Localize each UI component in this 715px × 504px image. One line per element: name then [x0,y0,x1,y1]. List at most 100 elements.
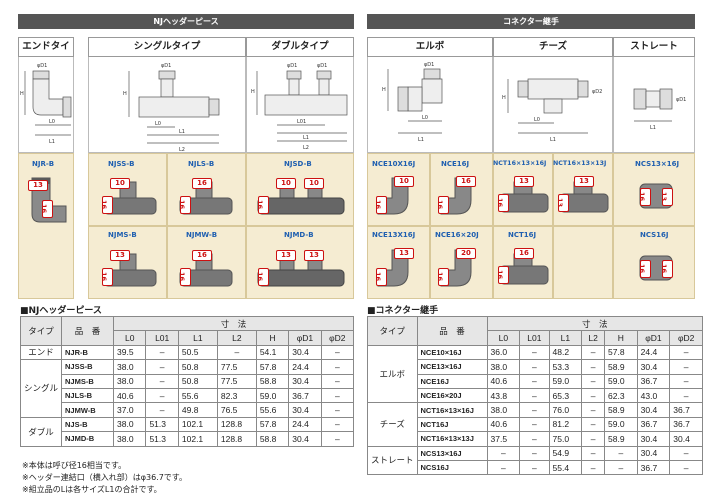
product-code-nct16x13: NCT16×13×13J [553,160,607,167]
product-name-cell: NCE10×16J [416,344,488,361]
value-cell: 59.0 [604,373,638,389]
value-cell: – [519,416,550,433]
table-row: NJMD-B 38.0 51.3 102.1 128.8 58.8 30.4 – [21,431,355,447]
product-code-njmw: NJMW-B [186,231,218,239]
product-code-njss: NJSS-B [108,160,135,168]
value-cell: 54.1 [255,344,290,361]
section-bar-connector: コネクター継手 [367,14,695,29]
value-cell: – [519,431,550,447]
value-cell: 30.4 [288,373,322,389]
size-tag: 13 [660,188,673,206]
value-cell: 81.2 [548,416,583,433]
size-tag: 16 [256,196,269,214]
size-tag: 16 [374,196,387,214]
value-cell: 38.0 [113,431,147,447]
left-table-caption: ■NJヘッダーピース [20,306,102,316]
value-cell: 38.0 [113,359,147,375]
value-cell: 58.9 [604,359,638,375]
size-tag: 16 [496,266,509,284]
size-tag: 16 [100,196,113,214]
product-code-ncs16: NCS16J [640,231,669,239]
svg-text:H: H [123,91,127,97]
value-cell: 128.8 [216,416,257,433]
product-name-cell: NCT16×13×16J [416,402,488,418]
header-piece-spec-table: タイプ 品 番 寸 法 L0 L01 L1 L2 H φD1 φD2 エンド N… [19,315,355,447]
product-code-nce16: NCE16J [441,160,470,168]
product-code-njsd: NJSD-B [284,160,312,168]
value-cell: – [669,373,703,389]
size-tag: 16 [456,176,476,187]
product-name-cell: NJMW-B [61,402,115,418]
product-code-ncs13: NCS13×16J [635,160,680,168]
value-cell: 50.5 [177,344,218,361]
product-name-cell: NCT16J [416,416,488,433]
value-cell: – [669,359,703,375]
value-cell: – [604,445,638,461]
table-row: NJLS-B 40.6 – 55.6 82.3 59.0 36.7 – [21,387,355,404]
value-cell: 50.8 [177,373,218,389]
value-cell: – [486,459,521,476]
svg-text:H: H [382,87,386,93]
connector-spec-table: タイプ 品 番 寸 法 L0 L01 L1 L2 H φD1 φD2 エルボ N… [367,315,704,476]
svg-text:L1: L1 [303,135,309,141]
value-cell: 39.5 [113,344,147,361]
product-code-nct16x16: NCT16×13×16J [493,160,547,167]
value-cell: – [581,373,605,389]
col-dimensions: 寸 法 [486,315,704,332]
value-cell: 55.6 [177,387,218,404]
col-l1: L1 [548,330,583,346]
value-cell: 57.8 [255,416,290,433]
value-cell: 40.6 [486,416,521,433]
type-header-tee: チーズ [493,37,613,57]
value-cell: 36.0 [486,344,521,361]
table-row: エルボ NCE10×16J 36.0 – 48.2 – 57.8 24.4 – [367,344,703,404]
svg-text:L2: L2 [179,147,185,153]
value-cell: 57.8 [255,359,290,375]
value-cell: 128.8 [216,431,257,447]
value-cell: – [581,459,605,476]
product-name-cell: NJMS-B [61,373,115,389]
col-d2: φD2 [320,330,355,346]
size-tag: 13 [28,180,48,191]
product-name-cell: NCE13×16J [416,359,488,375]
right-table-caption: ■コネクター継手 [367,306,439,316]
value-cell: 59.0 [604,416,638,433]
value-cell: 30.4 [288,402,322,418]
value-cell: 58.9 [604,431,638,447]
svg-text:φD1: φD1 [161,63,171,69]
value-cell: – [581,416,605,433]
value-cell: 59.0 [548,373,583,389]
value-cell: – [519,373,550,389]
table-row: NJMS-B 38.0 – 50.8 77.5 58.8 30.4 – [21,373,355,389]
col-l0: L0 [486,330,521,346]
value-cell: 36.7 [669,416,703,433]
value-cell: – [320,416,355,433]
value-cell: 53.3 [548,359,583,375]
svg-text:L01: L01 [297,119,306,125]
value-cell: 30.4 [288,344,322,361]
col-l2: L2 [216,330,257,346]
value-cell: 43.0 [636,387,671,404]
value-cell: 36.7 [636,373,671,389]
nct16-fitting-image [499,253,549,285]
value-cell: – [519,359,550,375]
value-cell: 36.7 [636,416,671,433]
size-tag: 10 [394,176,414,187]
value-cell: 38.0 [113,373,147,389]
size-tag: 16 [40,200,53,218]
svg-text:L0: L0 [49,119,55,125]
value-cell: 49.8 [177,402,218,418]
value-cell: 58.8 [255,431,290,447]
size-tag: 13 [556,194,569,212]
value-cell: – [320,387,355,404]
value-cell: – [669,387,703,404]
value-cell: 24.4 [636,344,671,361]
col-d1: φD1 [636,330,671,346]
value-cell: – [519,445,550,461]
table-row: NCE16J 40.6 – 59.0 – 59.0 36.7 – [368,373,703,389]
product-cell-njmd [246,226,354,299]
